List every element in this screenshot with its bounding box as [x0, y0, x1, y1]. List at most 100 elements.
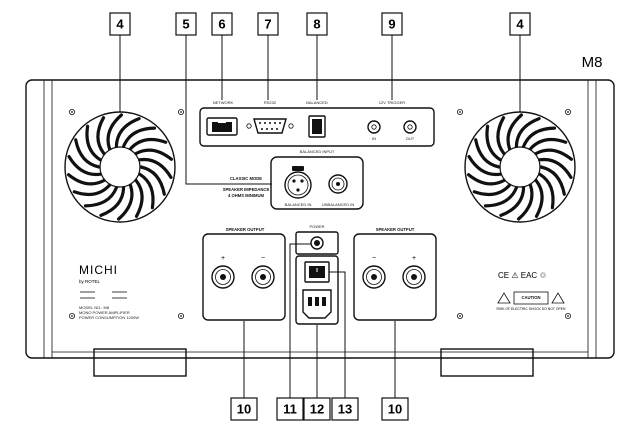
db9-pin — [269, 122, 271, 124]
warning-triangle-icon — [497, 292, 511, 304]
left-positive-terminal[interactable] — [211, 265, 235, 289]
fan-blade — [114, 117, 141, 148]
callout-10-right-text: 10 — [388, 402, 402, 417]
fan-blade — [99, 186, 126, 217]
callout-4-right: 4 — [509, 12, 531, 36]
trigger-in-label: IN — [372, 136, 376, 141]
left-foot — [93, 348, 187, 377]
rs232-port[interactable] — [246, 118, 294, 134]
db9-pin — [271, 128, 273, 130]
fan-blade — [467, 155, 502, 177]
trigger-label: 12V TRIGGER — [379, 100, 405, 105]
screws — [69, 109, 572, 319]
unbalanced-label: UNBALANCED IN — [322, 202, 355, 207]
trigger-out-jack[interactable] — [403, 120, 417, 134]
fan-blade — [496, 116, 506, 156]
speaker-impedance-label: SPEAKER IMPEDANCE — [223, 187, 270, 192]
trigger-in-jack[interactable] — [367, 120, 381, 134]
trigger-out-label: OUT — [406, 136, 415, 141]
fan-blade — [472, 183, 512, 197]
callout-8: 8 — [306, 12, 328, 36]
right-negative-terminal[interactable] — [362, 265, 386, 289]
callout-10-left: 10 — [230, 397, 258, 421]
fan-blade — [514, 117, 541, 148]
top-connector-panel: NETWORK RS232 BALANCED 12V TRIGGER BALAN… — [199, 100, 435, 154]
model-label: M8 — [582, 54, 603, 71]
power-label: POWER — [309, 224, 324, 229]
mains-power-switch[interactable] — [304, 261, 330, 283]
callout-4-right-text: 4 — [516, 17, 524, 32]
warning-triangle-icon-2 — [551, 292, 565, 304]
callout-9: 9 — [381, 12, 403, 36]
fan-blade — [83, 186, 118, 208]
callout-4-left: 4 — [109, 12, 131, 36]
right-foot — [440, 348, 534, 377]
db9-pin — [266, 128, 268, 130]
power-section: POWER — [295, 224, 339, 325]
chassis — [25, 79, 615, 377]
callout-8-text: 8 — [313, 17, 320, 32]
fan-blade — [517, 183, 534, 221]
certification-block: CE ⚠ EAC ♲ CAUTION RISK OF ELECTRIC SHOC… — [497, 271, 566, 311]
xlr-input-connector[interactable] — [284, 166, 312, 199]
callout-13-text: 13 — [338, 402, 352, 417]
right-positive-terminal[interactable] — [402, 265, 426, 289]
db9-pin — [279, 122, 281, 124]
balanced-top-label: BALANCED — [306, 100, 328, 105]
callout-11: 11 — [276, 397, 304, 421]
caution-text: RISK OF ELECTRIC SHOCK DO NOT OPEN — [497, 307, 566, 311]
fan-blade — [72, 183, 112, 197]
callout-5: 5 — [175, 12, 197, 36]
michi-logo: MICHI — [79, 263, 118, 277]
fan-blade — [485, 124, 502, 162]
left-speaker-output-label: SPEAKER OUTPUT — [226, 227, 265, 232]
xlr-label: BALANCED IN — [285, 202, 312, 207]
right-speaker-output-panel: SPEAKER OUTPUT − + — [353, 227, 437, 321]
callout-7-text: 7 — [264, 17, 271, 32]
ohms-minimum-label: 4 OHMS MINIMUM — [228, 193, 265, 198]
product-text: MONO POWER AMPLIFIER — [79, 310, 130, 315]
fan-blade — [467, 173, 506, 186]
right-cooling-fan — [464, 111, 576, 223]
fan-blade — [474, 138, 501, 169]
callout-6-text: 6 — [218, 17, 225, 32]
fan-blade — [138, 157, 173, 179]
left-minus-sign: − — [261, 255, 265, 262]
fan-blade — [85, 124, 102, 162]
fan-blade — [67, 173, 106, 186]
fan-blade — [134, 178, 144, 218]
power-consumption-text: POWER CONSUMPTION 1200W — [79, 315, 139, 320]
db9-pin — [276, 128, 278, 130]
callout-12: 12 — [303, 397, 331, 421]
fan-blade — [96, 116, 106, 156]
rca-input-connector[interactable] — [328, 174, 348, 194]
fan-blade — [483, 186, 518, 208]
left-speaker-output-panel: SPEAKER OUTPUT + − — [202, 227, 286, 321]
fan-blade — [528, 137, 568, 151]
fan-blade — [67, 155, 102, 177]
network-label: NETWORK — [213, 100, 234, 105]
db9-pin — [264, 122, 266, 124]
callout-10-left-text: 10 — [237, 402, 251, 417]
callout-13: 13 — [331, 397, 359, 421]
fan-blade — [138, 172, 155, 210]
balanced-switch[interactable] — [308, 115, 326, 138]
model-number-text: MODEL NO.: M8 — [79, 305, 110, 310]
right-plus-sign: + — [412, 255, 416, 262]
left-plus-sign: + — [221, 255, 225, 262]
fan-blade — [134, 148, 173, 161]
callout-4-left-text: 4 — [116, 17, 124, 32]
classic-mode-label: CLASSIC MODE — [230, 176, 262, 181]
callout-5-text: 5 — [182, 17, 189, 32]
callout-12-text: 12 — [310, 402, 324, 417]
ethernet-port[interactable] — [206, 117, 238, 136]
db9-pin — [274, 122, 276, 124]
callout-6: 6 — [211, 12, 233, 36]
power-button[interactable] — [310, 236, 324, 250]
fan-blade — [74, 138, 101, 169]
fan-blade — [522, 126, 557, 148]
left-negative-terminal[interactable] — [251, 265, 275, 289]
leader-lines — [119, 35, 521, 398]
iec-power-inlet[interactable] — [302, 289, 332, 319]
fan-blade — [539, 165, 566, 196]
